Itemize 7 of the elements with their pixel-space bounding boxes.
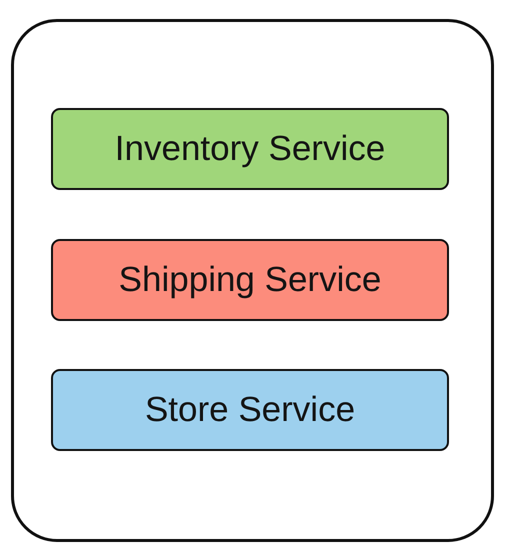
service-label: Store Service <box>144 390 356 430</box>
service-box <box>51 239 449 321</box>
service-label: Shipping Service <box>118 260 382 300</box>
service-box <box>51 108 449 190</box>
container-box <box>11 19 494 542</box>
service-label: Inventory Service <box>114 130 386 168</box>
service-box <box>51 369 449 451</box>
